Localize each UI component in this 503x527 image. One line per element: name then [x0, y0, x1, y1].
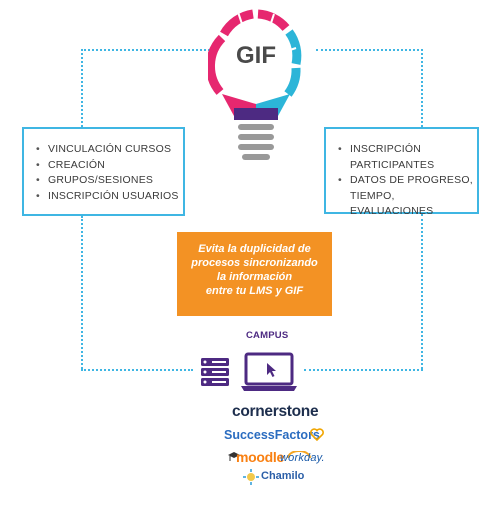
list-item: CREACIÓN: [36, 158, 183, 174]
cursor-icon: [267, 363, 276, 377]
connector-bottom-left: [81, 369, 193, 371]
chamilo-text: Chamilo: [261, 470, 305, 482]
connector-right-upper: [421, 49, 423, 127]
callout-line: procesos sincronizando: [191, 257, 318, 269]
lightbulb-icon: [206, 9, 302, 160]
right-info-box: INSCRIPCIÓN PARTICIPANTES DATOS DE PROGR…: [324, 127, 479, 217]
gif-bulb: GIF: [206, 4, 304, 166]
cornerstone-text: cornerstone: [232, 403, 319, 420]
chamilo-logo: Chamilo: [261, 470, 304, 482]
server-icon: [200, 357, 230, 387]
heart-icon: [310, 428, 324, 442]
list-item: INSCRIPCIÓN USUARIOS: [36, 189, 183, 205]
connector-left-upper: [81, 49, 83, 127]
workday-text: workday.: [280, 452, 325, 464]
laptop-icon: [240, 352, 298, 392]
callout-line: Evita la duplicidad de: [198, 243, 311, 255]
list-item-line: DATOS DE PROGRESO,: [350, 174, 473, 186]
moodle-cap-icon: [228, 449, 240, 461]
list-item-line: INSCRIPCIÓN: [350, 143, 422, 155]
list-item: DATOS DE PROGRESO, TIEMPO, EVALUACIONES: [338, 173, 477, 220]
left-info-box: VINCULACIÓN CURSOS CREACIÓN GRUPOS/SESIO…: [22, 127, 185, 216]
connector-top-right: [316, 49, 423, 51]
list-item-line: PARTICIPANTES: [350, 158, 435, 171]
list-item: INSCRIPCIÓN PARTICIPANTES: [338, 142, 477, 173]
callout-box: Evita la duplicidad de procesos sincroni…: [177, 232, 332, 316]
list-item-line: TIEMPO, EVALUACIONES: [350, 189, 434, 218]
connector-bottom-right: [304, 369, 423, 371]
workday-logo: workday.: [280, 452, 325, 464]
callout-line: entre tu LMS y GIF: [205, 285, 304, 297]
list-item: GRUPOS/SESIONES: [36, 173, 183, 189]
campus-title: CAMPUS: [246, 330, 289, 341]
connector-left-lower: [81, 216, 83, 369]
moodle-text: moodle: [236, 449, 284, 465]
bulb-label: GIF: [236, 42, 276, 69]
connector-right-lower: [421, 214, 423, 369]
moodle-logo: moodle: [236, 449, 284, 465]
successfactors-logo: SuccessFactors: [224, 428, 320, 442]
connector-top-left: [81, 49, 214, 51]
list-item: VINCULACIÓN CURSOS: [36, 142, 183, 158]
successfactors-text: SuccessFactors: [224, 428, 320, 442]
chamilo-icon: [243, 469, 259, 485]
workday-arc-icon: [284, 446, 314, 459]
cornerstone-logo: cornerstone: [232, 403, 319, 421]
callout-line: la información: [216, 271, 293, 283]
